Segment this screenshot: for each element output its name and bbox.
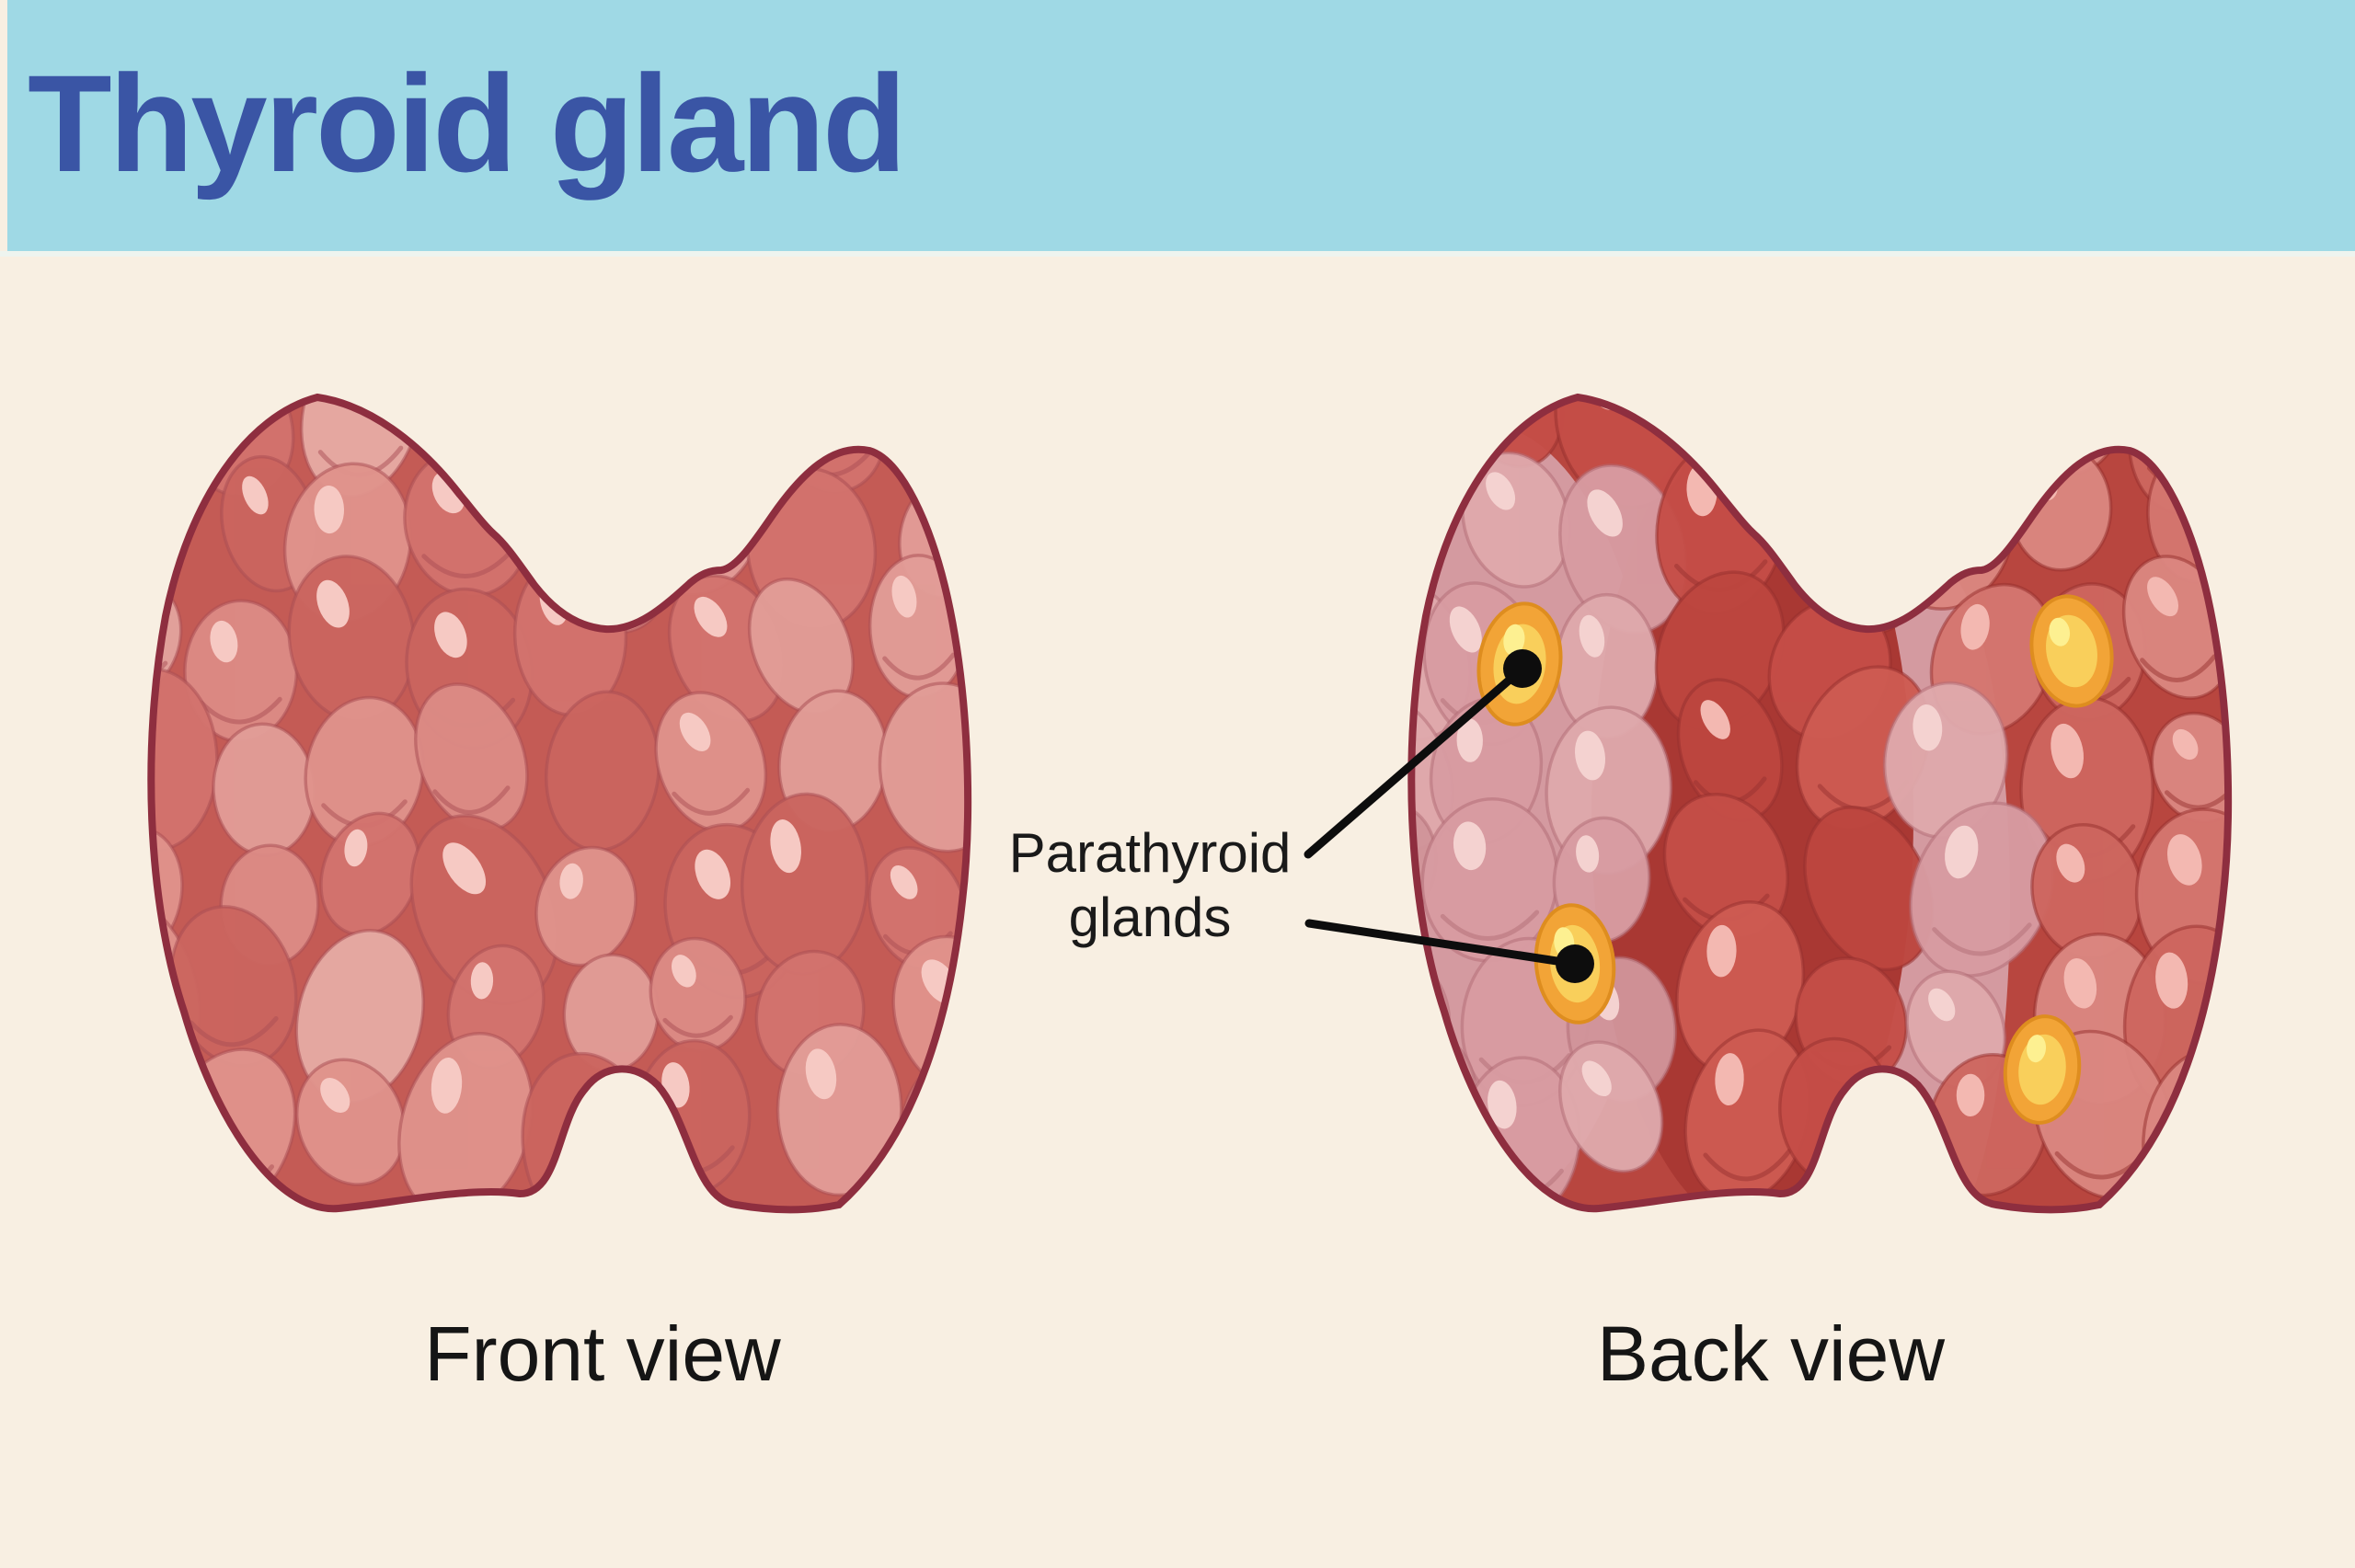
thyroid-front-illustration — [147, 393, 972, 1214]
header-divider — [0, 251, 2355, 257]
back-view-caption: Back view — [1596, 1310, 1946, 1397]
thyroid-back-illustration — [1407, 393, 2233, 1214]
page-title: Thyroid gland — [28, 46, 907, 200]
parathyroid-gland-lower-right — [2003, 1014, 2082, 1125]
header-left-strip — [0, 0, 7, 251]
parathyroid-gland-upper-right — [2029, 594, 2114, 708]
parathyroid-glands-label: Parathyroid glands — [1008, 822, 1292, 948]
front-view-caption: Front view — [424, 1310, 781, 1397]
header-band — [7, 0, 2355, 251]
